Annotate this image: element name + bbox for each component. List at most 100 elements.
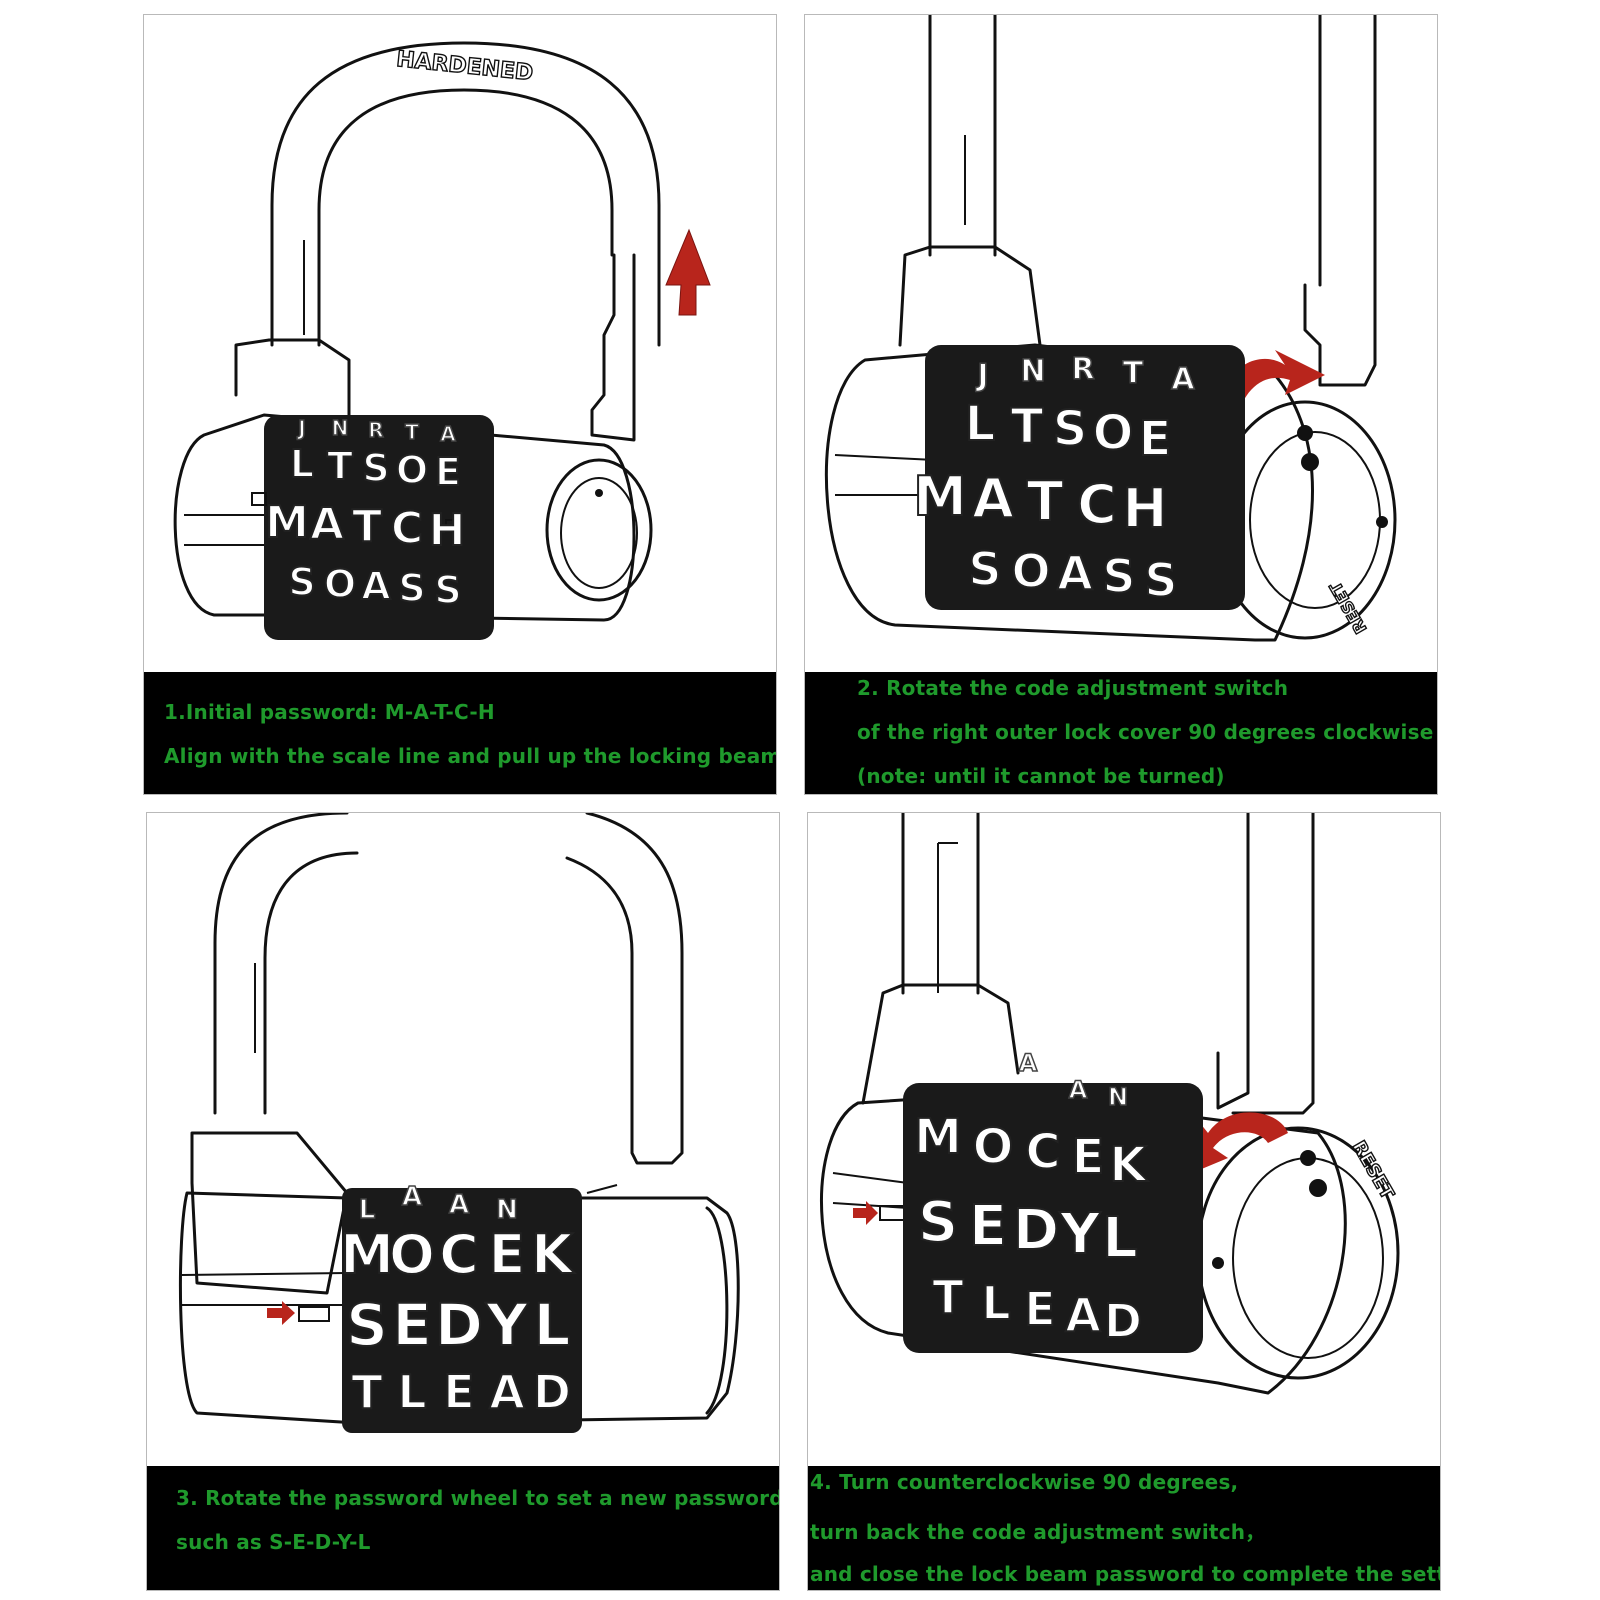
caption-line: Align with the scale line and pull up th… xyxy=(164,744,777,768)
svg-text:K: K xyxy=(531,1223,575,1286)
step-3-panel: L A A N M O C E K S E D Y L T xyxy=(146,812,780,1591)
svg-text:O: O xyxy=(1011,544,1050,598)
svg-text:S: S xyxy=(288,560,315,604)
svg-text:M: M xyxy=(340,1223,394,1286)
svg-text:N: N xyxy=(332,416,349,440)
code-wheels: J N R T A L T S O E M A T C H S xyxy=(252,415,494,640)
svg-text:S: S xyxy=(968,542,1001,596)
shackle xyxy=(903,813,1313,1113)
caption-line: 2. Rotate the code adjustment switch xyxy=(857,676,1288,700)
wheel-row-upper: M O C E K xyxy=(340,1223,575,1286)
svg-text:Y: Y xyxy=(1059,1202,1102,1267)
caption-line: such as S-E-D-Y-L xyxy=(176,1530,371,1554)
svg-text:S: S xyxy=(1053,401,1088,457)
svg-text:L: L xyxy=(981,1276,1010,1330)
caption-line: 1.Initial password: M-A-T-C-H xyxy=(164,700,495,724)
lock-illustration-step-1: HARDENED J N R T A L xyxy=(144,15,777,675)
caption-line: 3. Rotate the password wheel to set a ne… xyxy=(176,1486,780,1510)
svg-text:L: L xyxy=(534,1291,571,1359)
code-wheels: J N R T A L T S O E M A T C H S xyxy=(913,345,1245,610)
svg-text:S: S xyxy=(1102,549,1135,603)
shackle xyxy=(215,813,682,1163)
svg-text:A: A xyxy=(1069,1076,1088,1104)
lock-illustration-step-2: RESET J N R T A L T S O E M A T xyxy=(805,15,1438,675)
step-2-caption: 2. Rotate the code adjustment switch of … xyxy=(805,672,1437,794)
svg-text:E: E xyxy=(1072,1129,1105,1185)
svg-text:R: R xyxy=(1071,352,1094,387)
svg-text:E: E xyxy=(1024,1282,1055,1336)
caption-line: turn back the code adjustment switch， xyxy=(810,1516,1265,1545)
shackle xyxy=(930,15,1375,385)
svg-text:L: L xyxy=(397,1365,426,1419)
shackle: HARDENED xyxy=(272,43,659,440)
svg-text:E: E xyxy=(443,1365,474,1419)
svg-text:T: T xyxy=(351,1365,383,1419)
step-4-panel: RESET A A N M O C E K S E D xyxy=(807,812,1441,1591)
svg-text:O: O xyxy=(389,1223,435,1286)
svg-text:C: C xyxy=(439,1223,479,1286)
shackle-stamp: HARDENED xyxy=(395,47,534,86)
svg-text:J: J xyxy=(975,358,988,393)
arrow-up-icon xyxy=(666,230,710,315)
svg-text:J: J xyxy=(296,416,305,440)
svg-text:C: C xyxy=(1077,473,1117,536)
svg-text:T: T xyxy=(932,1270,964,1324)
svg-text:C: C xyxy=(1025,1124,1060,1180)
caption-line: and close the lock beam password to comp… xyxy=(810,1562,1441,1586)
svg-text:A: A xyxy=(440,422,456,446)
svg-text:D: D xyxy=(435,1291,483,1359)
code-wheels: A A N M O C E K S E D Y L T L xyxy=(903,1049,1203,1353)
svg-text:T: T xyxy=(1011,399,1044,455)
svg-text:A: A xyxy=(361,564,391,608)
wheel-row-main: M A T C H xyxy=(265,497,465,556)
svg-text:N: N xyxy=(496,1195,518,1225)
svg-text:A: A xyxy=(1065,1288,1101,1342)
svg-text:Y: Y xyxy=(485,1291,529,1359)
svg-text:O: O xyxy=(396,448,428,492)
svg-text:T: T xyxy=(1027,470,1064,533)
svg-text:E: E xyxy=(1139,411,1172,467)
step-2-panel: RESET J N R T A L T S O E M A T xyxy=(804,14,1438,795)
wheel-row-main: S E D Y L xyxy=(346,1291,570,1359)
svg-text:A: A xyxy=(449,1190,469,1220)
svg-text:E: E xyxy=(392,1291,432,1359)
svg-text:N: N xyxy=(1020,354,1045,389)
svg-text:O: O xyxy=(1093,405,1134,461)
svg-text:A: A xyxy=(489,1365,525,1419)
svg-text:O: O xyxy=(324,562,356,606)
svg-text:H: H xyxy=(1122,477,1167,540)
step-4-caption: 4. Turn counterclockwise 90 degrees, tur… xyxy=(808,1466,1440,1590)
svg-text:L: L xyxy=(290,442,314,486)
svg-text:C: C xyxy=(391,503,423,554)
svg-text:L: L xyxy=(1102,1206,1138,1271)
svg-text:O: O xyxy=(973,1119,1014,1175)
svg-text:A: A xyxy=(1019,1049,1038,1077)
svg-text:D: D xyxy=(1013,1198,1059,1263)
svg-text:E: E xyxy=(969,1194,1007,1259)
svg-text:S: S xyxy=(434,568,461,612)
lock-illustration-step-3: L A A N M O C E K S E D Y L T xyxy=(147,813,780,1468)
code-wheels: L A A N M O C E K S E D Y L T xyxy=(340,1182,582,1433)
svg-text:M: M xyxy=(913,465,967,528)
svg-text:N: N xyxy=(1108,1083,1128,1111)
svg-text:T: T xyxy=(327,444,353,488)
svg-text:E: E xyxy=(435,450,461,494)
svg-text:T: T xyxy=(352,501,382,552)
svg-text:S: S xyxy=(918,1190,958,1255)
svg-text:A: A xyxy=(972,467,1014,530)
svg-text:H: H xyxy=(429,505,466,556)
svg-text:E: E xyxy=(489,1223,526,1286)
svg-text:D: D xyxy=(1104,1294,1142,1348)
svg-text:T: T xyxy=(1123,356,1144,391)
svg-text:A: A xyxy=(402,1182,422,1212)
svg-text:A: A xyxy=(310,499,344,550)
svg-text:L: L xyxy=(359,1195,376,1225)
step-1-panel: HARDENED J N R T A L xyxy=(143,14,777,795)
svg-text:R: R xyxy=(368,418,383,442)
svg-text:S: S xyxy=(398,566,425,610)
svg-text:L: L xyxy=(965,396,996,452)
svg-text:A: A xyxy=(1171,362,1195,397)
caption-line: 4. Turn counterclockwise 90 degrees, xyxy=(810,1470,1238,1494)
svg-text:S: S xyxy=(346,1291,388,1359)
caption-line: (note: until it cannot be turned) xyxy=(857,764,1225,788)
